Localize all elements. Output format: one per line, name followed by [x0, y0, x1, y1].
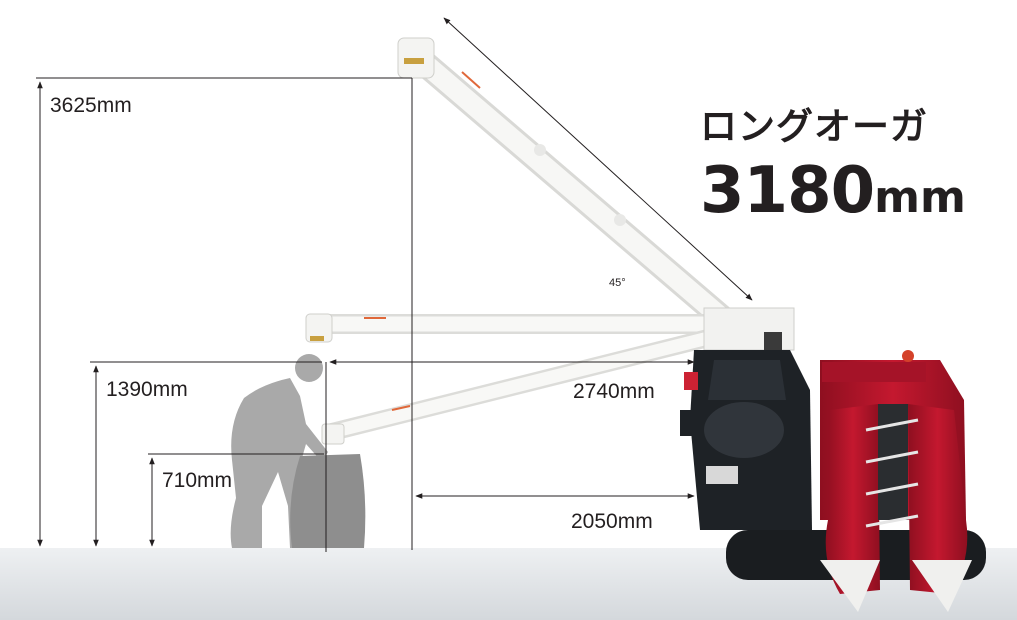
auger-lowered — [321, 329, 717, 445]
reach-horizontal-label: 2740mm — [573, 380, 655, 403]
auger-length-arrow — [443, 17, 753, 301]
combine-harvester — [680, 307, 986, 612]
angle-label: 45° — [609, 277, 626, 289]
height-low-label: 710mm — [162, 469, 233, 492]
grain-bag — [290, 454, 366, 548]
headline-value: 3180mm — [700, 150, 966, 248]
headline-title: ロングオーガ — [700, 105, 928, 148]
dimension-lines — [36, 17, 753, 552]
auger-horizontal — [305, 313, 722, 343]
headline-number: 3180 — [700, 154, 875, 228]
auger-raised — [397, 37, 735, 331]
reach-lowered-label: 2050mm — [571, 510, 653, 533]
headline: ロングオーガ 3180mm — [700, 104, 966, 248]
height-max-label: 3625mm — [50, 94, 132, 117]
headline-unit: mm — [874, 172, 966, 223]
height-mid-label: 1390mm — [106, 378, 188, 401]
